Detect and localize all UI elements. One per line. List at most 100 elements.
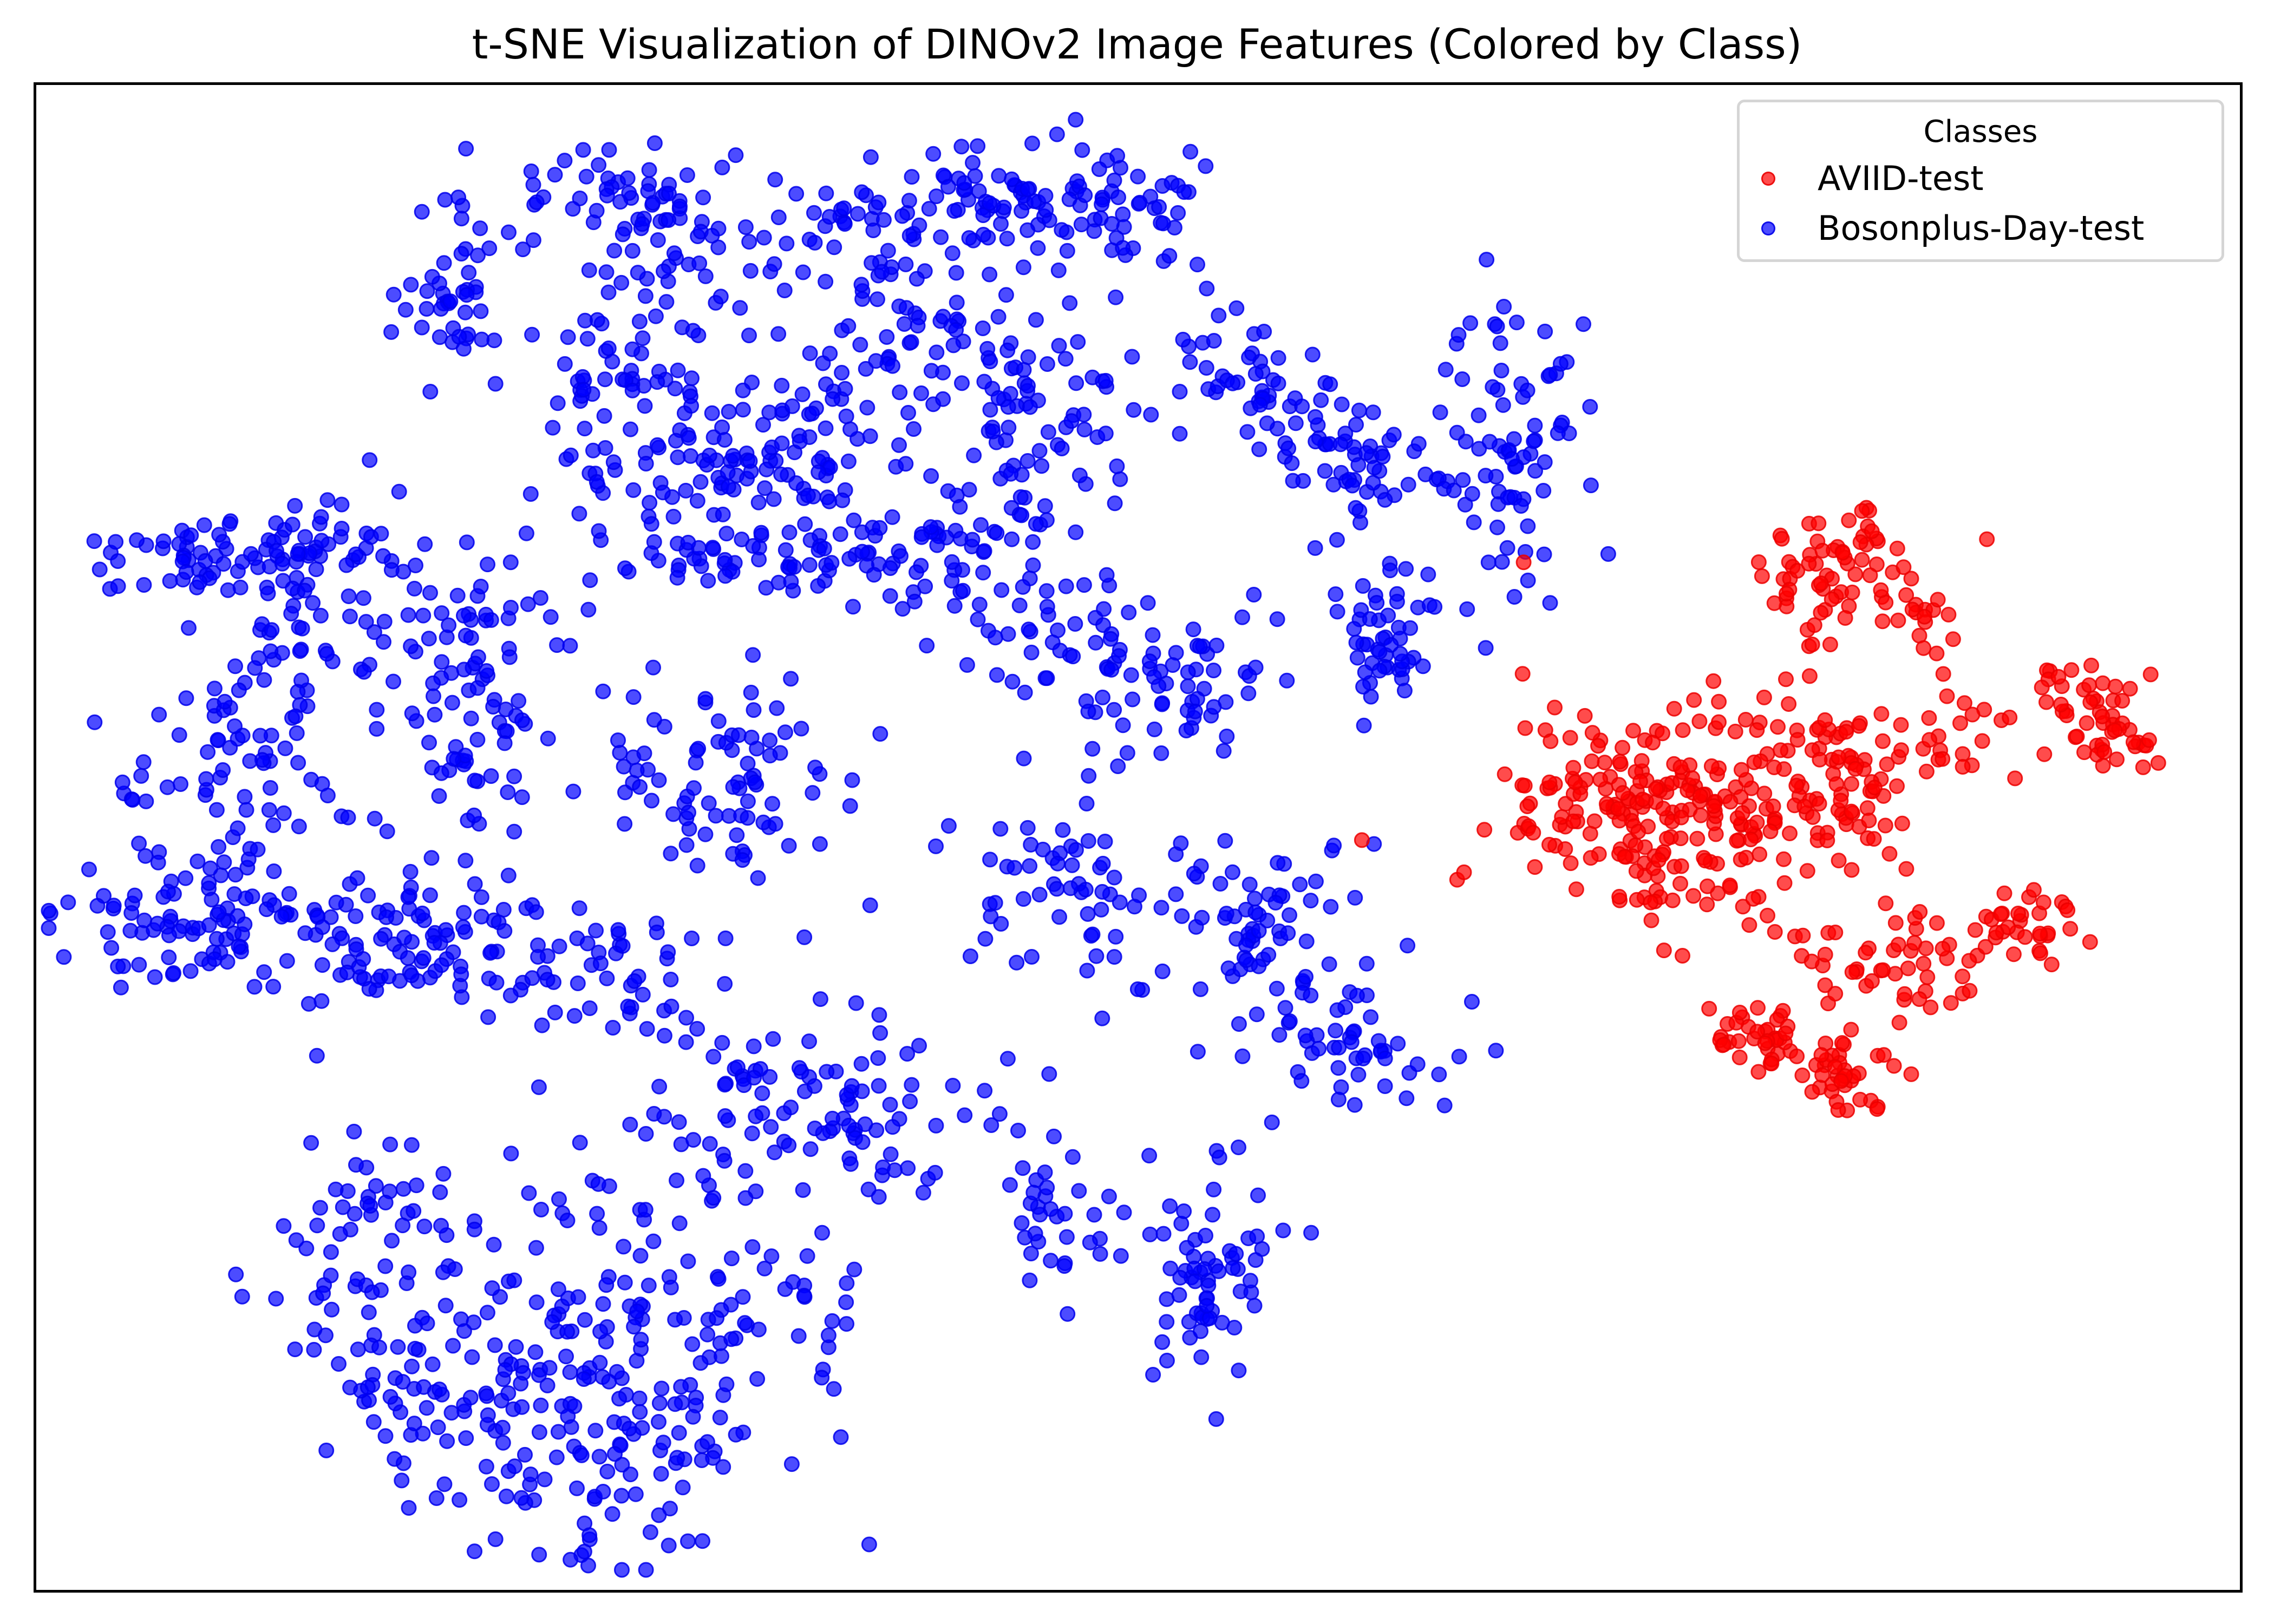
data-point xyxy=(347,1206,363,1222)
data-point xyxy=(1015,1160,1031,1176)
data-point xyxy=(1814,1067,1831,1083)
data-point xyxy=(1141,653,1158,670)
data-point xyxy=(403,277,419,293)
data-point xyxy=(1464,994,1480,1010)
data-point xyxy=(379,823,395,840)
data-point xyxy=(579,935,596,952)
data-point xyxy=(807,759,824,776)
data-point xyxy=(469,680,486,696)
data-point xyxy=(1519,382,1535,398)
data-point xyxy=(854,1134,871,1150)
data-point xyxy=(1630,823,1646,840)
data-point xyxy=(1332,436,1349,453)
data-point xyxy=(1535,483,1552,499)
data-point xyxy=(1497,766,1513,782)
data-point xyxy=(913,529,930,545)
data-point xyxy=(1655,801,1671,817)
data-point xyxy=(840,318,857,334)
data-point xyxy=(617,560,633,577)
data-point xyxy=(227,867,244,883)
data-point xyxy=(1897,986,1913,1002)
data-point xyxy=(1763,1056,1780,1072)
data-point xyxy=(1611,889,1628,905)
data-point xyxy=(1455,472,1471,488)
data-point xyxy=(617,816,633,832)
data-point xyxy=(450,189,467,206)
data-point xyxy=(591,1449,607,1465)
data-point xyxy=(1955,759,1971,775)
data-point xyxy=(182,963,199,979)
data-point xyxy=(1058,578,1074,594)
data-point xyxy=(1216,743,1232,759)
data-point xyxy=(640,183,656,199)
data-point xyxy=(1038,202,1054,218)
data-point xyxy=(1789,1048,1805,1064)
data-point xyxy=(1187,703,1203,719)
data-point xyxy=(308,561,324,578)
data-point xyxy=(1799,863,1815,879)
data-point xyxy=(181,620,197,636)
data-point xyxy=(291,818,307,835)
data-point xyxy=(580,601,597,618)
data-point xyxy=(1866,780,1883,796)
data-point xyxy=(872,726,888,742)
data-point xyxy=(644,793,659,809)
data-point xyxy=(604,353,620,370)
data-point xyxy=(219,954,236,970)
data-point xyxy=(837,216,853,232)
data-point xyxy=(1974,733,1990,749)
data-point xyxy=(331,1356,347,1372)
data-point xyxy=(620,998,636,1014)
data-point xyxy=(773,466,789,482)
data-point xyxy=(764,796,780,812)
data-point xyxy=(1260,947,1277,963)
data-point xyxy=(1092,1246,1108,1262)
data-point xyxy=(1922,732,1938,748)
data-point xyxy=(433,1217,449,1234)
data-point xyxy=(1199,1298,1215,1314)
data-point xyxy=(284,516,300,533)
data-point xyxy=(306,1341,322,1358)
legend-entry-aviid-test: AVIID-test xyxy=(1761,159,1984,198)
data-point xyxy=(565,201,581,217)
data-point xyxy=(407,580,422,597)
data-point xyxy=(1030,240,1046,256)
data-point xyxy=(1271,1027,1288,1043)
data-point xyxy=(1351,402,1367,418)
data-point xyxy=(634,216,650,232)
data-point xyxy=(500,784,516,800)
data-point xyxy=(615,226,631,243)
data-point xyxy=(737,1315,753,1331)
data-point xyxy=(929,344,945,361)
data-point xyxy=(1094,884,1110,900)
data-point xyxy=(114,774,130,790)
data-point xyxy=(1584,725,1600,741)
data-point xyxy=(923,363,939,379)
data-point xyxy=(689,1021,705,1037)
data-point xyxy=(802,1141,819,1157)
data-point xyxy=(113,979,129,996)
data-point xyxy=(870,1050,886,1066)
data-point xyxy=(406,1203,422,1219)
data-point xyxy=(1852,534,1868,550)
data-point xyxy=(983,908,999,925)
data-point xyxy=(868,353,884,369)
data-point xyxy=(1805,809,1821,825)
data-point xyxy=(1050,855,1066,872)
data-point xyxy=(842,421,858,437)
data-point xyxy=(1056,1258,1073,1274)
data-point xyxy=(1020,349,1036,365)
data-point xyxy=(462,1390,479,1406)
data-point xyxy=(467,1543,482,1560)
data-point xyxy=(573,1447,590,1463)
data-point xyxy=(1238,937,1254,953)
data-point xyxy=(753,525,769,541)
data-point xyxy=(1770,719,1786,735)
data-point xyxy=(1028,312,1044,328)
data-point xyxy=(1697,853,1713,869)
data-point xyxy=(557,356,573,372)
data-point xyxy=(786,559,802,575)
data-point xyxy=(646,712,662,728)
data-point xyxy=(610,732,626,748)
data-point xyxy=(1198,1228,1213,1243)
